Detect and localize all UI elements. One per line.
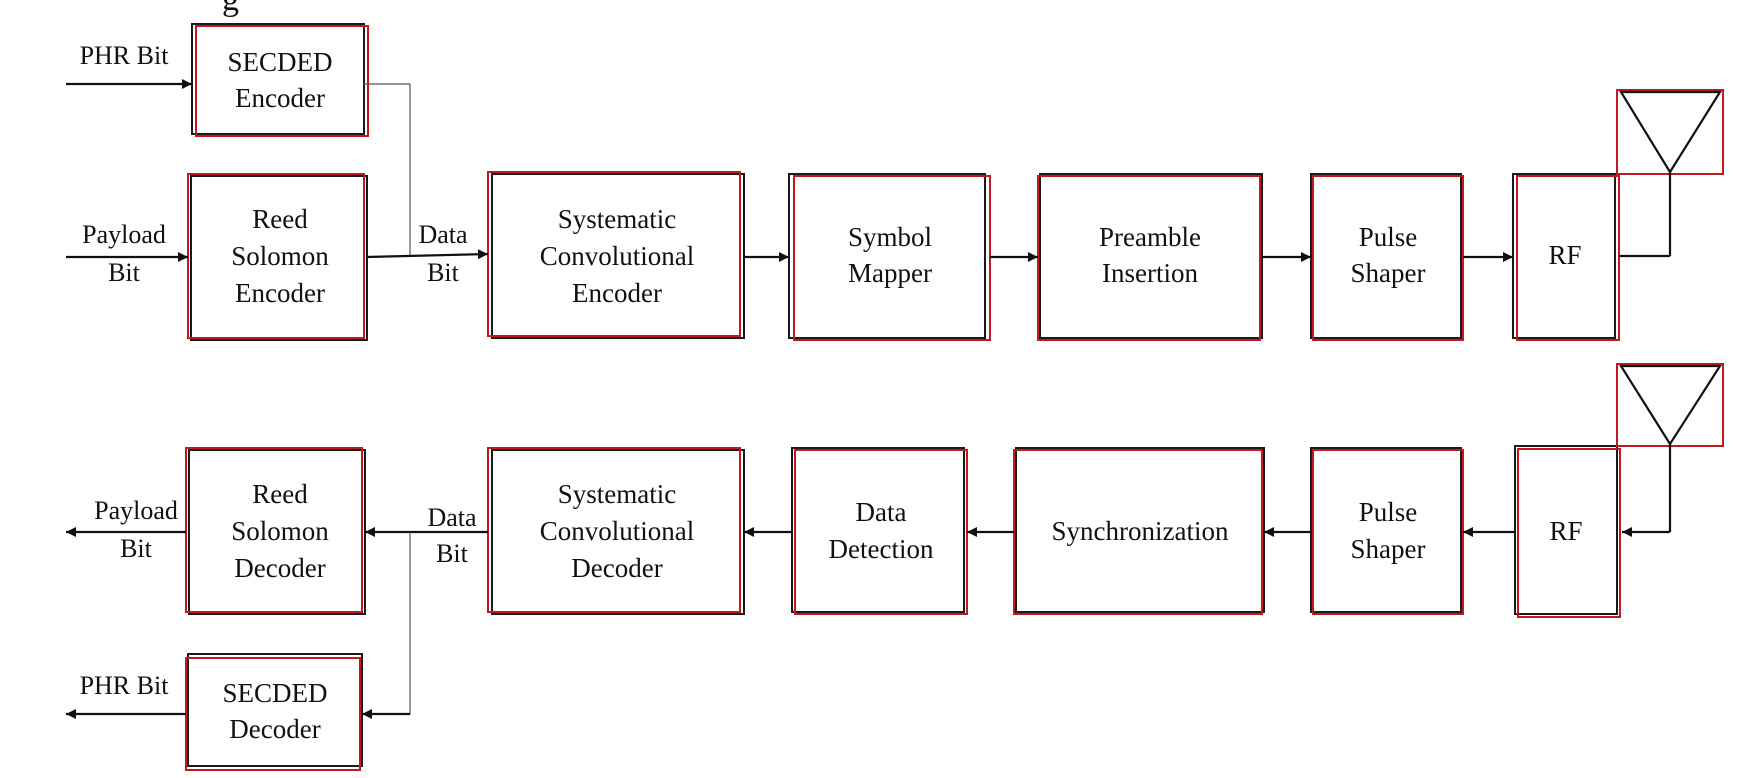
secded-encoder-line-1: SECDED xyxy=(227,47,332,77)
preamble-insertion-line-2: Insertion xyxy=(1102,258,1198,288)
rx-phr-bit-label: PHR Bit xyxy=(80,671,170,700)
secded-encoder-line-2: Encoder xyxy=(235,83,325,113)
tx-rf-label: RF xyxy=(1548,240,1581,270)
sc-decoder-line-3: Decoder xyxy=(571,553,662,583)
rx-data-label-line-1: Data xyxy=(427,503,477,532)
data-detection-line-2: Detection xyxy=(829,534,934,564)
secded-decoder-block: SECDED Decoder xyxy=(185,653,363,771)
rs-encoder-line-1: Reed xyxy=(252,204,308,234)
sc-encoder-line-2: Convolutional xyxy=(540,241,695,271)
sc-decoder-line-1: Systematic xyxy=(558,479,676,509)
systematic-convolutional-encoder-block: Systematic Convolutional Encoder xyxy=(487,171,745,339)
tx-pulse-shaper-block: Pulse Shaper xyxy=(1310,173,1464,341)
tx-payload-label-line-1: Payload xyxy=(82,220,166,249)
secded-encoder-block: SECDED Encoder xyxy=(191,23,369,137)
sc-decoder-line-2: Convolutional xyxy=(540,516,695,546)
systematic-convolutional-decoder-block: Systematic Convolutional Decoder xyxy=(487,447,745,615)
secded-decoder-line-1: SECDED xyxy=(222,678,327,708)
rx-rf-block: RF xyxy=(1514,445,1621,618)
header-fragment: g xyxy=(222,0,239,18)
preamble-insertion-block: Preamble Insertion xyxy=(1037,173,1263,341)
tx-data-label-line-2: Bit xyxy=(427,258,460,287)
antenna-icon xyxy=(1616,89,1724,258)
receiver-chain: Reed Solomon Decoder Systematic Convolut… xyxy=(66,363,1724,771)
transmitter-chain: SECDED Encoder Reed Solomon Encoder Syst… xyxy=(66,23,1724,341)
symbol-mapper-line-1: Symbol xyxy=(848,222,932,252)
tx-rf-block: RF xyxy=(1512,173,1620,341)
tx-data-bit-arrow xyxy=(366,249,489,260)
rx-pulse-shaper-block: Pulse Shaper xyxy=(1310,447,1464,615)
rx-data-label-line-2: Bit xyxy=(436,539,469,568)
data-detection-block: Data Detection xyxy=(791,447,968,615)
rs-decoder-line-3: Decoder xyxy=(234,553,325,583)
rx-pulse-shaper-line-2: Shaper xyxy=(1351,534,1426,564)
symbol-mapper-block: Symbol Mapper xyxy=(788,173,991,341)
tx-phr-bit-label: PHR Bit xyxy=(80,41,170,70)
sc-encoder-line-3: Encoder xyxy=(572,278,662,308)
sc-encoder-line-1: Systematic xyxy=(558,204,676,234)
preamble-insertion-line-1: Preamble xyxy=(1099,222,1201,252)
rx-payload-label-line-2: Bit xyxy=(120,534,153,563)
rs-decoder-line-1: Reed xyxy=(252,479,308,509)
antenna-icon xyxy=(1616,363,1724,537)
reed-solomon-encoder-block: Reed Solomon Encoder xyxy=(187,173,368,341)
synchronization-label: Synchronization xyxy=(1052,516,1229,546)
symbol-mapper-line-2: Mapper xyxy=(848,258,932,288)
data-detection-line-1: Data xyxy=(856,497,907,527)
rx-phr-split-wire xyxy=(395,532,411,715)
secded-decoder-line-2: Decoder xyxy=(229,714,320,744)
rs-encoder-line-3: Encoder xyxy=(235,278,325,308)
rx-pulse-shaper-line-1: Pulse xyxy=(1359,497,1418,527)
reed-solomon-decoder-block: Reed Solomon Decoder xyxy=(185,447,366,615)
tx-phr-join-wire xyxy=(364,83,411,255)
rx-rf-label: RF xyxy=(1549,516,1582,546)
tx-pulse-shaper-line-1: Pulse xyxy=(1359,222,1418,252)
rs-encoder-line-2: Solomon xyxy=(231,241,329,271)
synchronization-block: Synchronization xyxy=(1013,447,1265,615)
rx-payload-label-line-1: Payload xyxy=(94,496,178,525)
tx-payload-label-line-2: Bit xyxy=(108,258,141,287)
tx-pulse-shaper-line-2: Shaper xyxy=(1351,258,1426,288)
tx-data-label-line-1: Data xyxy=(418,220,468,249)
rs-decoder-line-2: Solomon xyxy=(231,516,329,546)
